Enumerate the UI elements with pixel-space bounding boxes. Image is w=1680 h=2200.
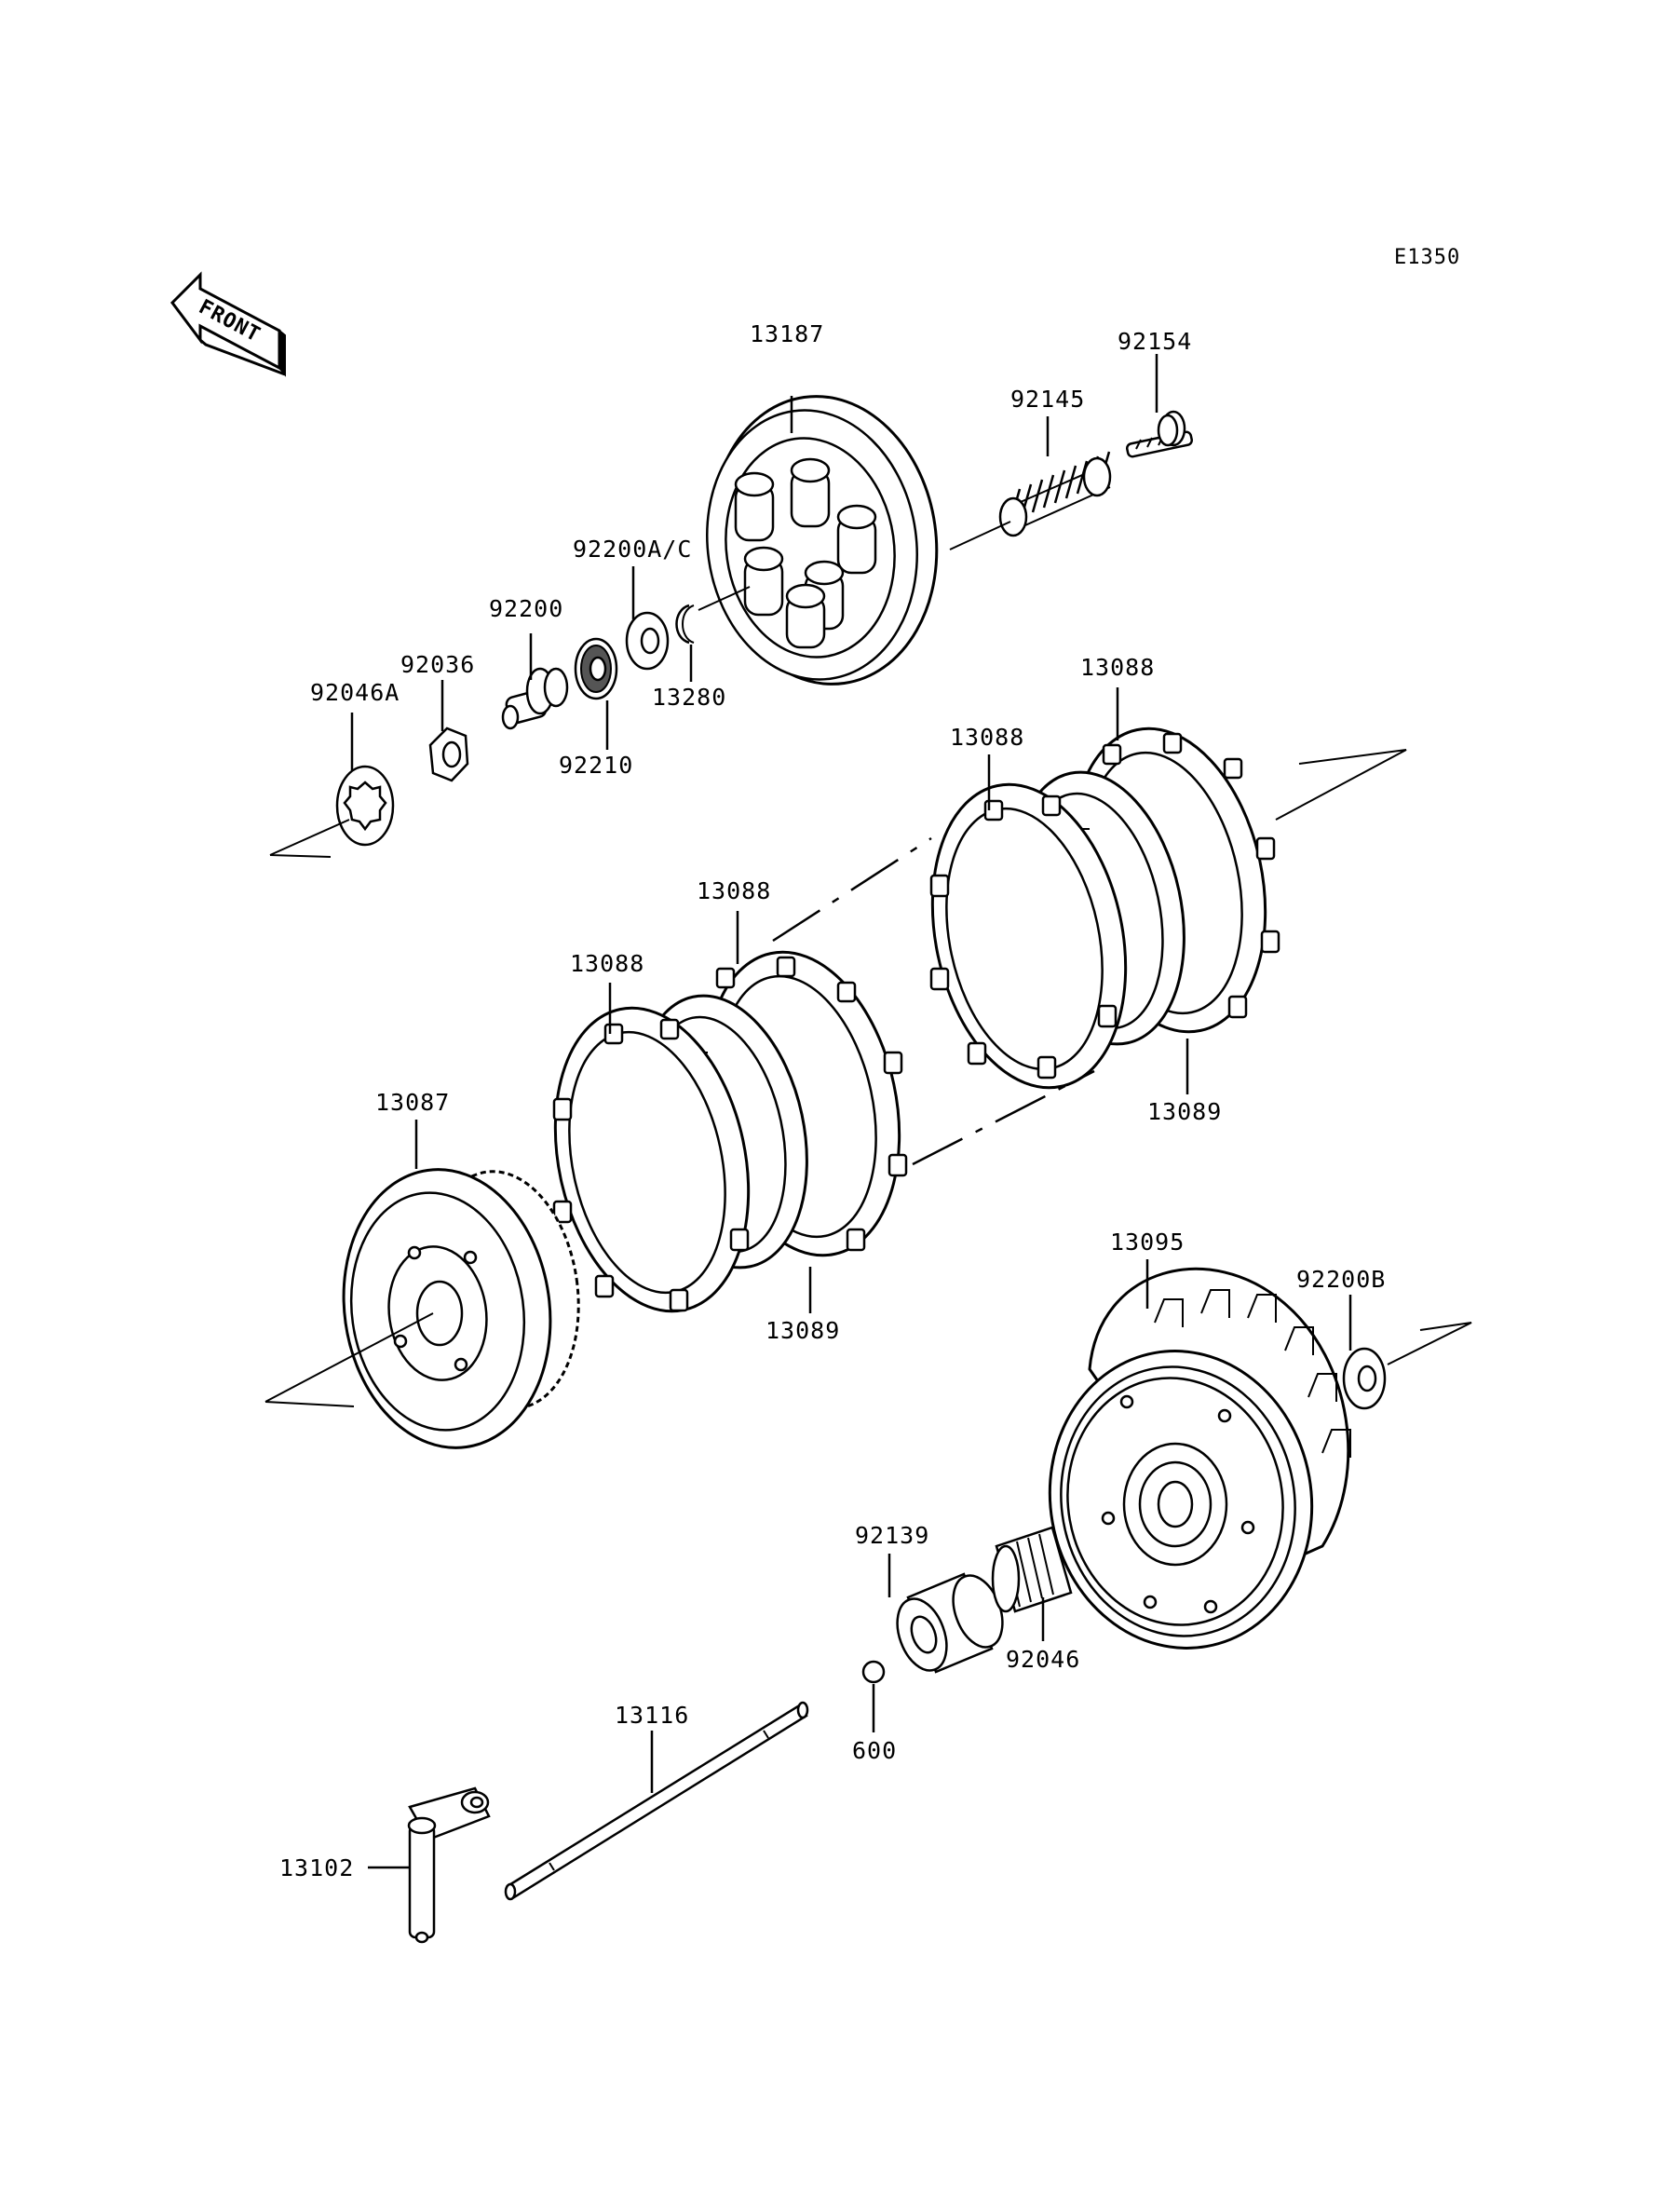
callout-92210: 92036 <box>400 651 475 678</box>
part-600-ball <box>861 1660 886 1684</box>
diagram-code: E1350 <box>1394 246 1460 269</box>
part-13088-friction-plate-upper-left <box>929 782 1128 1090</box>
part-13087-clutch-hub <box>342 1168 580 1449</box>
front-arrow-icon: FRONT <box>170 271 286 377</box>
part-92145-spring <box>998 451 1112 537</box>
callout-92200b: 92200B <box>1296 1266 1386 1293</box>
callout-13088-a: 13088 <box>570 950 644 977</box>
callout-92200ac: 92200A/C <box>573 536 692 563</box>
part-92036-circlip <box>675 604 695 645</box>
part-13280-pusher <box>501 667 569 730</box>
callout-92145: 92145 <box>1010 386 1085 413</box>
callout-92154: 92154 <box>1118 328 1192 355</box>
part-92046a-bearing <box>574 637 618 700</box>
callout-13088-c: 13088 <box>950 724 1024 751</box>
callout-600: 600 <box>852 1737 897 1764</box>
part-92200-lock-washer <box>335 765 395 847</box>
part-13116-push-rod <box>504 1701 809 1901</box>
callout-92046: 92046 <box>1006 1646 1080 1673</box>
callout-13102: 13102 <box>279 1854 354 1881</box>
callout-13089-a: 13089 <box>765 1317 840 1344</box>
callout-92200: 92046A <box>310 679 400 706</box>
part-92200b-washer <box>1342 1347 1387 1410</box>
callout-13187: 13187 <box>750 320 824 347</box>
callout-92046a: 92210 <box>559 752 633 779</box>
callout-92036: 13280 <box>652 684 726 711</box>
callout-13088-b: 13088 <box>697 877 771 904</box>
part-13102-release-lever <box>407 1786 491 1944</box>
part-92154-bolt <box>1125 410 1194 458</box>
part-92046-needle-bearing <box>991 1526 1073 1613</box>
part-92200ac-washer <box>625 611 670 671</box>
callout-13088-d: 13088 <box>1080 654 1155 681</box>
part-13187-pressure-plate <box>706 395 939 686</box>
callout-13087: 13087 <box>375 1089 450 1116</box>
callout-13095: 13095 <box>1110 1229 1185 1256</box>
callout-13089-b: 13089 <box>1147 1098 1222 1125</box>
part-92210-nut <box>428 727 469 782</box>
callout-13280: 92200 <box>489 595 563 622</box>
callout-13116: 13116 <box>615 1702 689 1729</box>
part-13095-clutch-housing <box>1048 1267 1351 1650</box>
part-13088-friction-plate-lower-left <box>552 1006 751 1313</box>
callout-92139: 92139 <box>855 1522 929 1549</box>
part-92139-collar <box>896 1572 1004 1674</box>
